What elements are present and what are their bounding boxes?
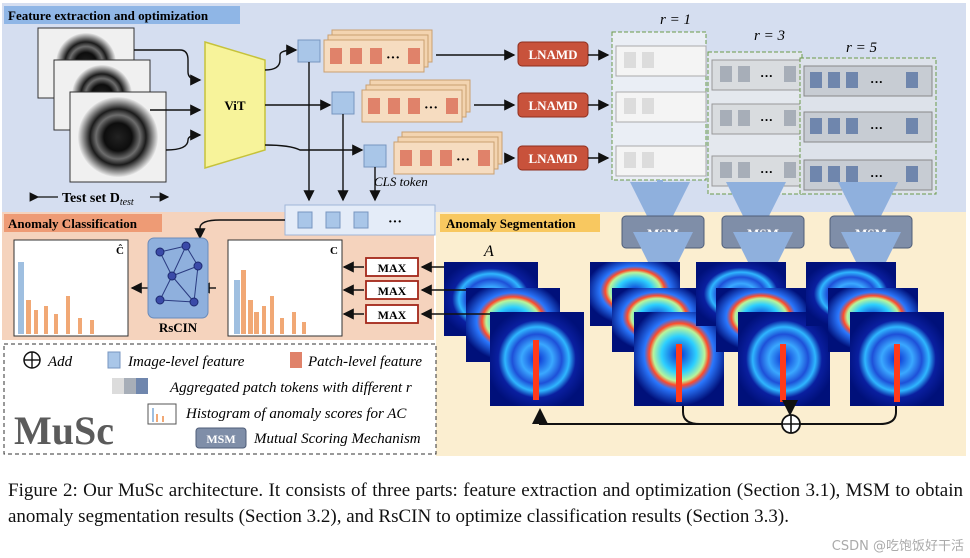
watermark: CSDN @吃饱饭好干活 xyxy=(831,539,964,554)
svg-text:···: ··· xyxy=(760,68,773,83)
svg-text:Histogram of anomaly scores fo: Histogram of anomaly scores for AC xyxy=(185,406,407,422)
aggregated-r1 xyxy=(611,31,707,181)
feature-section-title: Feature extraction and optimization xyxy=(8,8,209,23)
svg-text:RsCIN: RsCIN xyxy=(159,320,198,335)
svg-text:r = 1: r = 1 xyxy=(660,12,691,28)
svg-text:···: ··· xyxy=(870,168,883,183)
svg-text:Test set Dtest: Test set Dtest xyxy=(62,191,134,208)
token-row-3: ··· xyxy=(363,131,503,175)
svg-text:LNAMD: LNAMD xyxy=(528,47,577,62)
svg-text:Mutual Scoring Mechanism: Mutual Scoring Mechanism xyxy=(253,431,421,447)
msm-blocks: MSM MSM MSM xyxy=(621,180,913,292)
svg-text:MSM: MSM xyxy=(747,226,779,241)
max-blocks: MAX MAX MAX xyxy=(342,257,490,324)
svg-text:LNAMD: LNAMD xyxy=(528,98,577,113)
svg-text:MAX: MAX xyxy=(378,284,407,298)
svg-text:MuSc: MuSc xyxy=(14,408,114,453)
svg-text:···: ··· xyxy=(870,74,883,89)
histogram-c-hat: Ĉ xyxy=(13,239,129,337)
figure-caption: Figure 2: Our MuSc architecture. It cons… xyxy=(8,480,963,527)
svg-text:A: A xyxy=(483,243,494,260)
svg-text:Aggregated patch tokens with d: Aggregated patch tokens with different r xyxy=(169,380,412,396)
vit-block xyxy=(204,40,266,170)
svg-text:LNAMD: LNAMD xyxy=(528,151,577,166)
histogram-c: C xyxy=(227,239,343,337)
svg-text:MSM: MSM xyxy=(647,226,679,241)
svg-text:···: ··· xyxy=(760,112,773,127)
svg-text:r = 3: r = 3 xyxy=(754,28,785,44)
cls-token-stack: ··· xyxy=(284,204,436,236)
svg-text:MAX: MAX xyxy=(378,261,407,275)
aggregated-r3: ··· ··· ··· xyxy=(707,51,803,195)
svg-text:Image-level feature: Image-level feature xyxy=(127,354,245,370)
vit-label: ViT xyxy=(224,98,246,113)
svg-text:Add: Add xyxy=(47,354,73,370)
svg-text:···: ··· xyxy=(386,51,400,66)
aggregated-r5: ··· ··· ··· xyxy=(799,57,937,195)
rscin-graph: RsCIN xyxy=(130,237,216,335)
score-maps-r3 xyxy=(696,262,830,406)
score-maps-r5 xyxy=(806,262,944,406)
svg-text:MAX: MAX xyxy=(378,308,407,322)
svg-text:···: ··· xyxy=(760,164,773,179)
svg-text:···: ··· xyxy=(388,215,402,230)
classification-section-title: Anomaly Classification xyxy=(8,216,138,231)
svg-text:r = 5: r = 5 xyxy=(846,40,877,56)
token-row-1: ··· xyxy=(297,29,433,73)
svg-text:···: ··· xyxy=(424,101,438,116)
anomaly-map-stack xyxy=(444,262,584,406)
test-set-label: Test set Dtest xyxy=(29,188,170,208)
legend: Add Image-level feature Patch-level feat… xyxy=(3,343,437,455)
token-row-2: ··· xyxy=(331,79,471,123)
svg-text:MSM: MSM xyxy=(206,432,235,446)
architecture-figure: Test set Dtest ViT ··· ··· xyxy=(2,3,966,456)
svg-text:MSM: MSM xyxy=(855,226,887,241)
test-images xyxy=(37,27,167,183)
lnamd-blocks: LNAMD LNAMD LNAMD xyxy=(517,41,589,171)
svg-text:Patch-level feature: Patch-level feature xyxy=(307,354,422,370)
svg-text:Ĉ: Ĉ xyxy=(116,244,124,257)
svg-text:C: C xyxy=(330,245,338,257)
svg-text:···: ··· xyxy=(870,120,883,135)
svg-text:···: ··· xyxy=(456,153,470,168)
cls-token-label: CLS token xyxy=(374,174,428,189)
score-maps-r1 xyxy=(590,262,724,406)
segmentation-section-title: Anomaly Segmentation xyxy=(446,216,576,231)
